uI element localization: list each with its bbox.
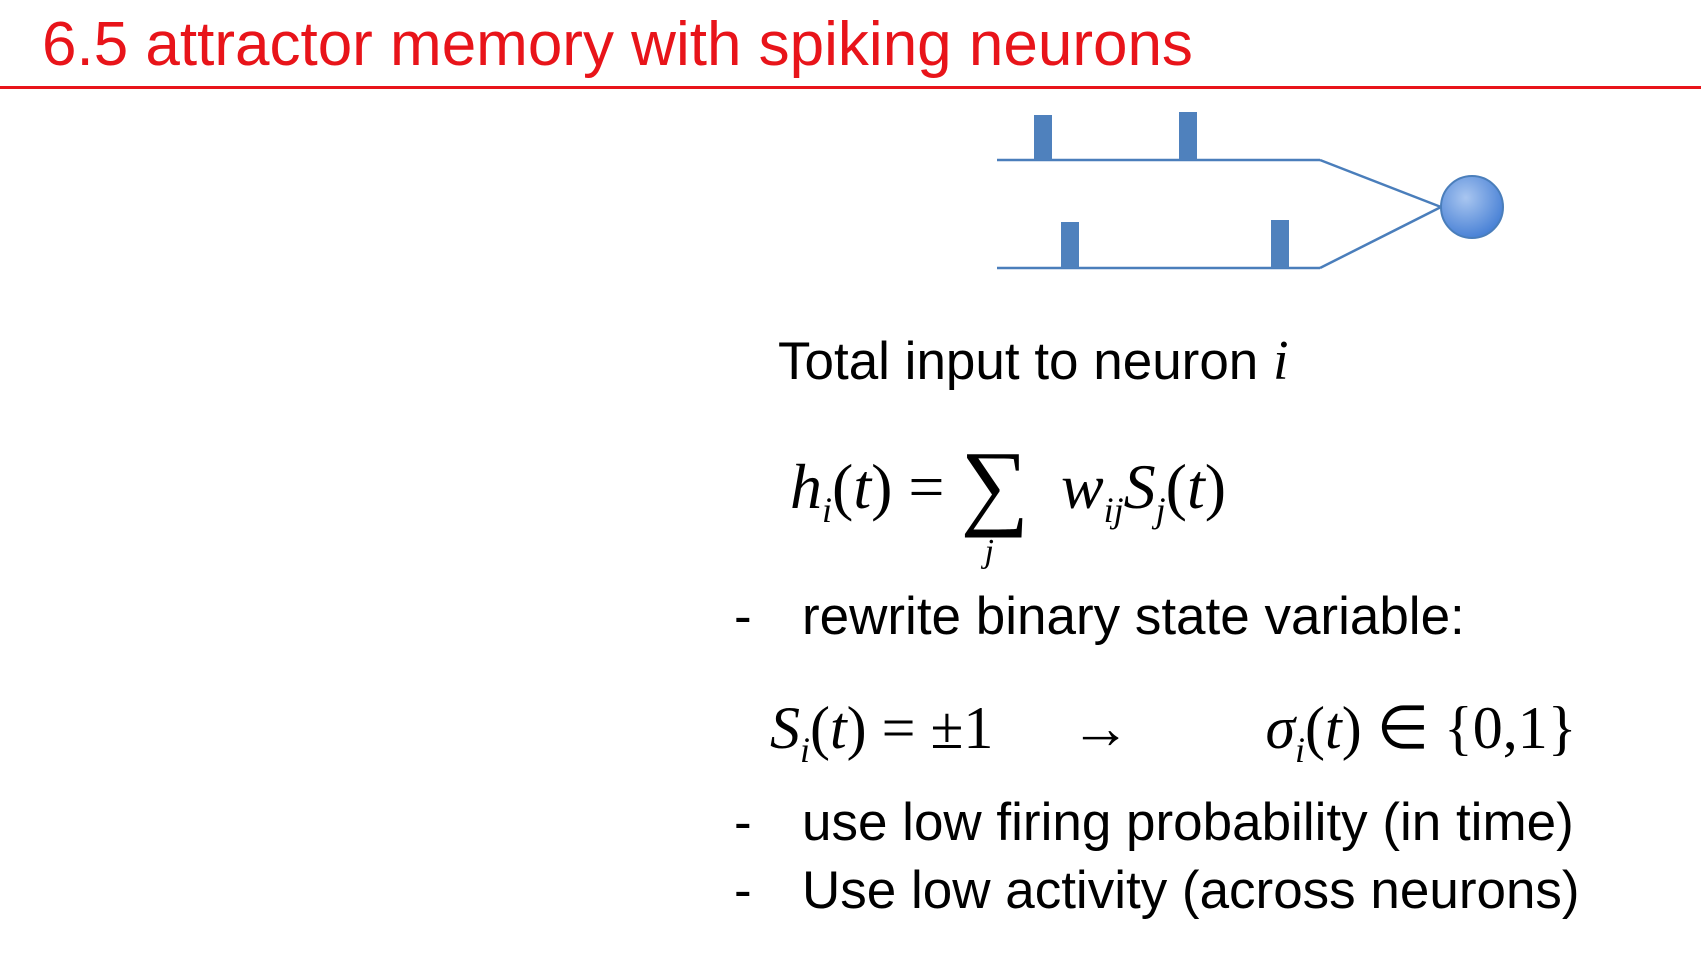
spike-top-2 <box>1179 112 1197 160</box>
bullet-item-1: rewrite binary state variable: <box>802 587 1465 646</box>
spike-bottom-2 <box>1271 220 1289 268</box>
open-paren-2: ( <box>1305 695 1326 761</box>
close-paren-2: ) <box>1341 695 1362 761</box>
spike-top-1 <box>1034 115 1052 160</box>
t-symbol-2: t <box>1186 451 1205 522</box>
bullet-marker-3: - <box>734 861 752 920</box>
spiking-input-diagram <box>997 112 1504 270</box>
equals-sign: = <box>908 451 945 522</box>
sigma-symbol: σ <box>1265 695 1296 761</box>
S-symbol: S <box>1123 451 1156 522</box>
rewrite-arrow: → <box>1070 695 1131 761</box>
S-subscript: i <box>800 730 811 770</box>
h-subscript: i <box>822 490 833 530</box>
element-of-set: ∈ {0,1} <box>1376 695 1577 761</box>
S-subscript: j <box>1155 490 1166 530</box>
t-symbol: t <box>830 695 847 761</box>
neuron-circle <box>1440 175 1504 239</box>
t-symbol-2: t <box>1325 695 1342 761</box>
bullet-marker-1: - <box>734 587 752 646</box>
slide-title: 6.5 attractor memory with spiking neuron… <box>42 10 1193 79</box>
neuron-index-symbol: i <box>1273 330 1289 392</box>
h-symbol: h <box>790 451 822 522</box>
close-paren: ) <box>846 695 867 761</box>
synapse-line-bottom <box>1319 205 1442 270</box>
bullet-item-3: Use low activity (across neurons) <box>802 861 1580 920</box>
spike-bottom-1 <box>1061 222 1079 268</box>
open-paren: ( <box>810 695 830 761</box>
state-rewrite-equation: Si(t) = ±1 → σi(t) ∈ {0,1} <box>770 695 1577 768</box>
total-input-text: Total input to neuron <box>778 332 1259 391</box>
summation-block: ∑ j <box>961 437 1029 569</box>
total-input-label: Total input to neuron i <box>778 333 1289 389</box>
bullet-item-2: use low firing probability (in time) <box>802 793 1574 852</box>
sigma-subscript: i <box>1295 730 1306 770</box>
equals-plus-minus-one: = ±1 <box>881 695 994 761</box>
synapse-line-top <box>1319 158 1442 209</box>
t-symbol: t <box>853 451 872 522</box>
title-underline <box>0 86 1701 89</box>
summation-index: j <box>984 533 994 570</box>
open-paren-2: ( <box>1165 451 1187 522</box>
close-paren-2: ) <box>1204 451 1227 522</box>
S-symbol: S <box>770 695 800 761</box>
bullet-marker-2: - <box>734 793 752 852</box>
input-sum-equation: hi(t) = ∑ j wijSj(t) <box>790 437 1226 569</box>
summation-sign: ∑ <box>960 431 1029 538</box>
open-paren: ( <box>832 451 854 522</box>
w-subscript: ij <box>1103 490 1124 530</box>
close-paren: ) <box>871 451 893 522</box>
w-symbol: w <box>1060 451 1104 522</box>
